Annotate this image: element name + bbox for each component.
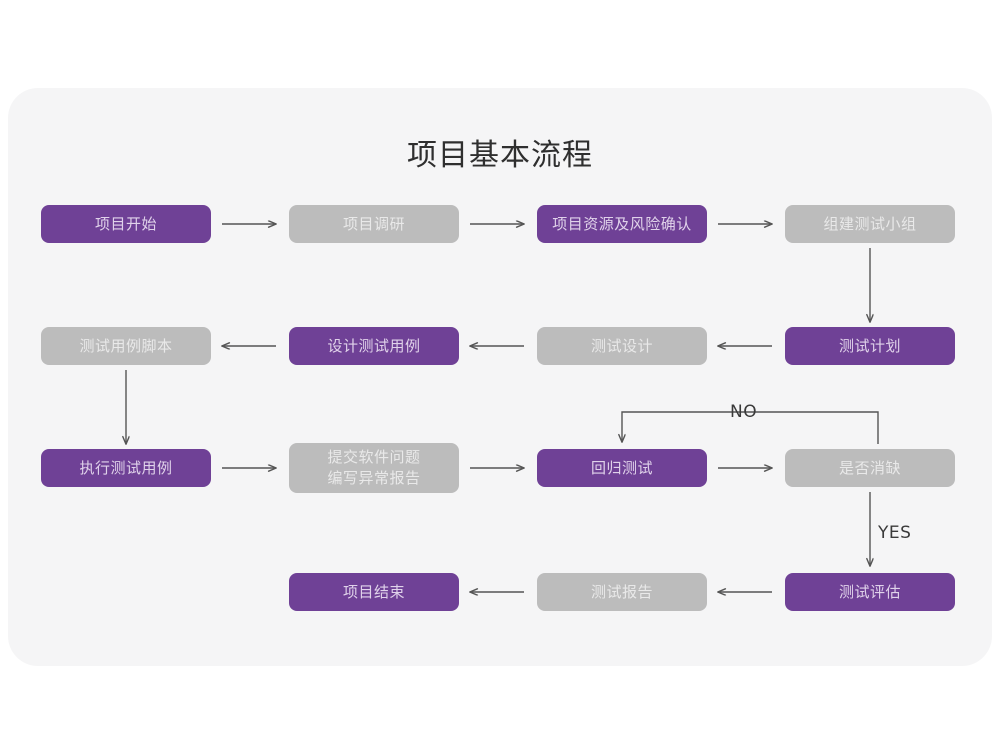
node-test-plan[interactable]: 测试计划 bbox=[785, 327, 955, 365]
node-test-design[interactable]: 测试设计 bbox=[537, 327, 707, 365]
node-execute-test-case[interactable]: 执行测试用例 bbox=[41, 449, 211, 487]
node-regression-test[interactable]: 回归测试 bbox=[537, 449, 707, 487]
node-project-research[interactable]: 项目调研 bbox=[289, 205, 459, 243]
edge-label-yes: YES bbox=[878, 523, 912, 543]
node-project-start[interactable]: 项目开始 bbox=[41, 205, 211, 243]
node-design-test-case[interactable]: 设计测试用例 bbox=[289, 327, 459, 365]
node-test-case-script[interactable]: 测试用例脚本 bbox=[41, 327, 211, 365]
node-project-end[interactable]: 项目结束 bbox=[289, 573, 459, 611]
edge-label-no: NO bbox=[730, 402, 758, 422]
diagram-card bbox=[8, 88, 992, 666]
node-build-test-team[interactable]: 组建测试小组 bbox=[785, 205, 955, 243]
node-test-evaluation[interactable]: 测试评估 bbox=[785, 573, 955, 611]
node-submit-issue-report[interactable]: 提交软件问题 编写异常报告 bbox=[289, 443, 459, 493]
page-title: 项目基本流程 bbox=[407, 138, 593, 173]
node-resource-risk-confirm[interactable]: 项目资源及风险确认 bbox=[537, 205, 707, 243]
node-test-report[interactable]: 测试报告 bbox=[537, 573, 707, 611]
node-defect-resolved-decision[interactable]: 是否消缺 bbox=[785, 449, 955, 487]
